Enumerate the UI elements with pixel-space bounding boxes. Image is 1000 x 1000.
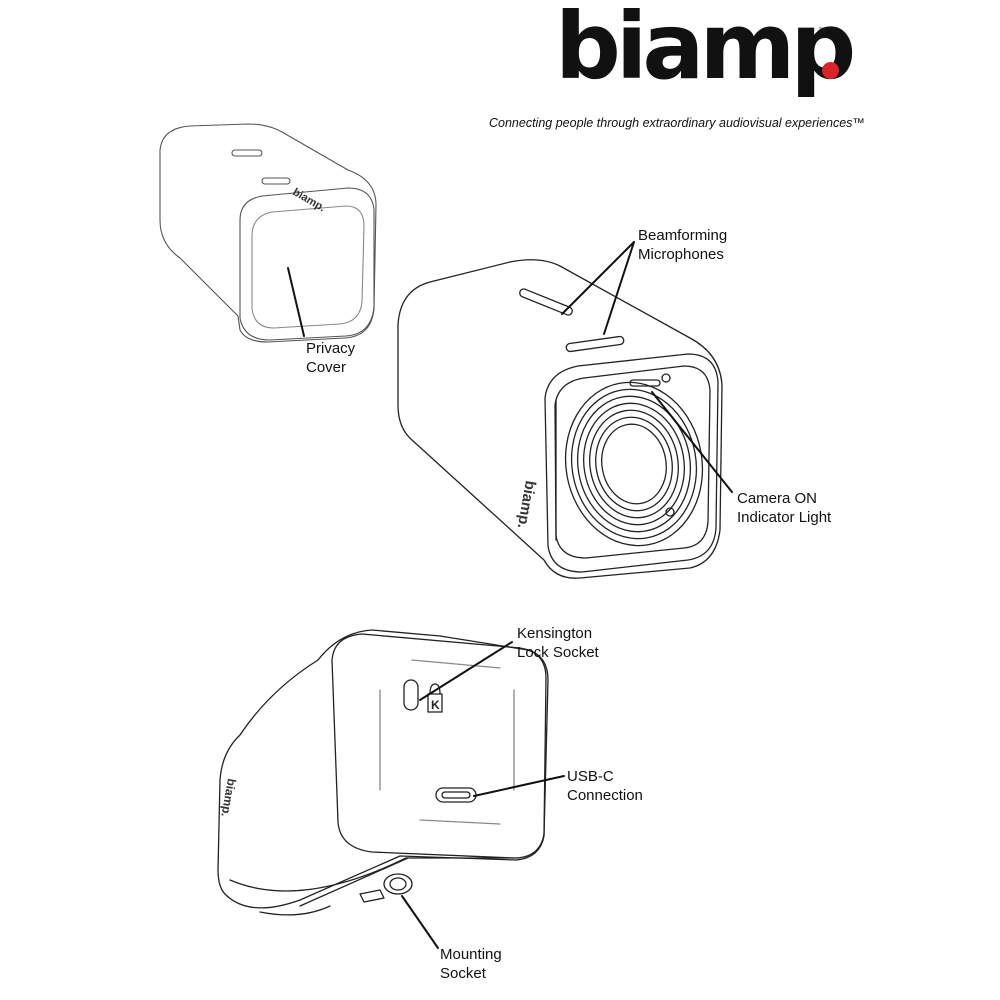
callout-line: Indicator Light [737, 509, 832, 526]
callout-line: Cover [306, 359, 347, 376]
camera-front-icon: biamp. [397, 259, 723, 579]
callout-kensington-lock: Kensington Lock Socket [517, 624, 599, 662]
callout-privacy-cover: Privacy Cover [306, 339, 355, 377]
svg-text:K: K [431, 698, 440, 712]
callout-line: Microphones [638, 246, 724, 263]
callout-camera-on-indicator: Camera ON Indicator Light [737, 489, 831, 527]
kensington-lock-icon: K [403, 679, 443, 713]
mic-leader-1 [561, 241, 635, 315]
svg-text:biamp.: biamp. [218, 777, 239, 818]
callout-line: Camera ON [737, 490, 818, 507]
callout-line: Beamforming [638, 227, 728, 244]
usb-leader [473, 775, 565, 797]
mic-leader-2 [603, 241, 635, 335]
privacy-cover-icon: biamp. [159, 123, 377, 343]
camera-rear-icon: biamp. [217, 629, 549, 916]
indicator-leader [651, 391, 733, 493]
mounting-socket-icon [359, 873, 413, 903]
callout-line: Mounting [440, 946, 502, 963]
callout-line: Privacy [306, 340, 356, 357]
callout-line: Lock Socket [517, 644, 599, 661]
callout-mounting-socket: Mounting Socket [440, 945, 502, 983]
mounting-leader [401, 895, 439, 949]
logo-dot [822, 62, 839, 79]
callout-line: Connection [567, 787, 643, 804]
biamp-logo: biamp ™ [555, 0, 856, 110]
privacy-cover-leader [287, 267, 305, 337]
logo-wordmark: biamp [555, 0, 856, 100]
svg-text:biamp.: biamp. [514, 479, 539, 530]
kensington-leader [419, 641, 513, 701]
callout-line: USB-C [567, 768, 614, 785]
usb-c-port-icon [435, 787, 477, 803]
logo-trademark: ™ [818, 26, 826, 35]
tagline: Connecting people through extraordinary … [489, 116, 865, 130]
callout-line: Kensington [517, 625, 593, 642]
callout-line: Socket [440, 965, 486, 982]
callout-beamforming-microphones: Beamforming Microphones [638, 226, 727, 264]
callout-usb-c: USB-C Connection [567, 767, 643, 805]
